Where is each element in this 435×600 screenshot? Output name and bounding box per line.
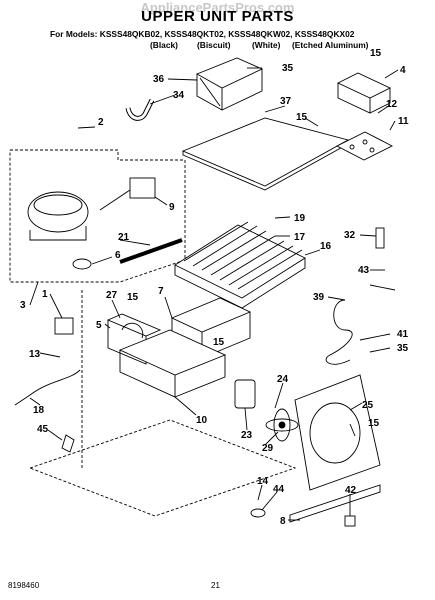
callout-35: 35 — [282, 63, 294, 74]
base-pan — [118, 329, 227, 376]
callout-36: 36 — [153, 74, 165, 85]
callout-18: 18 — [33, 405, 45, 416]
watermark: AppliancePartsPros.com — [140, 0, 295, 15]
color-biscuit: (Biscuit) — [197, 40, 231, 50]
post — [375, 227, 385, 249]
callout-15: 15 — [213, 337, 225, 348]
filter-drier — [119, 238, 183, 264]
fan-blade — [265, 408, 299, 442]
fan-motor — [234, 379, 256, 409]
callout-23: 23 — [241, 430, 253, 441]
page-title: UPPER UNIT PARTS — [141, 8, 294, 25]
callout-3: 3 — [20, 300, 26, 311]
callout-9: 9 — [169, 202, 175, 213]
callout-16: 16 — [320, 241, 332, 252]
grommet — [72, 258, 92, 270]
power-cord — [14, 369, 81, 406]
color-black: (Black) — [150, 40, 178, 50]
callout-labels: 36 35 4 34 15 37 12 2 15 11 9 19 17 32 1… — [20, 48, 409, 527]
wire-harness — [325, 299, 353, 365]
callout-19: 19 — [294, 213, 306, 224]
callout-27: 27 — [106, 290, 118, 301]
callout-12: 12 — [386, 99, 398, 110]
callout-35: 35 — [397, 343, 409, 354]
page-number: 21 — [211, 581, 220, 590]
grille — [289, 484, 381, 523]
fan-shroud — [294, 374, 381, 491]
callout-17: 17 — [294, 232, 306, 243]
callout-8: 8 — [280, 516, 286, 527]
callout-4: 4 — [400, 65, 406, 76]
callout-34: 34 — [173, 90, 185, 101]
callout-15: 15 — [127, 292, 139, 303]
callout-24: 24 — [277, 374, 289, 385]
callout-15: 15 — [370, 48, 382, 59]
callout-1: 1 — [42, 289, 48, 300]
callout-32: 32 — [344, 230, 356, 241]
callout-7: 7 — [158, 286, 164, 297]
relay — [54, 317, 74, 335]
callout-29: 29 — [262, 443, 274, 454]
clip — [61, 434, 75, 453]
callout-6: 6 — [115, 250, 121, 261]
callout-13: 13 — [29, 349, 41, 360]
callout-39: 39 — [313, 292, 325, 303]
color-white: (White) — [252, 40, 281, 50]
callout-14: 14 — [257, 476, 269, 487]
fan-bracket — [106, 313, 162, 337]
bracket — [170, 297, 252, 333]
cap — [344, 515, 356, 527]
models-line: For Models: KSSS48QKB02, KSSS48QKT02, KS… — [50, 29, 355, 39]
top-cover — [181, 117, 350, 187]
callout-5: 5 — [96, 320, 102, 331]
overload-relay — [129, 177, 156, 199]
callout-11: 11 — [398, 116, 409, 127]
callout-45: 45 — [37, 424, 49, 435]
condenser-coil — [174, 221, 306, 309]
callout-15: 15 — [296, 112, 308, 123]
callout-10: 10 — [196, 415, 208, 426]
callout-44: 44 — [273, 484, 285, 495]
callout-25: 25 — [362, 400, 374, 411]
callout-43: 43 — [358, 265, 370, 276]
document-number: 8198460 — [8, 581, 40, 590]
callout-42: 42 — [345, 485, 357, 496]
color-etched-aluminum: (Etched Aluminum) — [292, 40, 369, 50]
callout-21: 21 — [118, 232, 130, 243]
control-board — [336, 131, 393, 161]
callout-41: 41 — [397, 329, 409, 340]
control-box — [336, 72, 392, 99]
callout-37: 37 — [280, 96, 292, 107]
spacer — [250, 508, 266, 518]
compressor — [27, 191, 89, 233]
duct — [195, 57, 264, 89]
callout-15: 15 — [368, 418, 380, 429]
callout-2: 2 — [98, 117, 104, 128]
